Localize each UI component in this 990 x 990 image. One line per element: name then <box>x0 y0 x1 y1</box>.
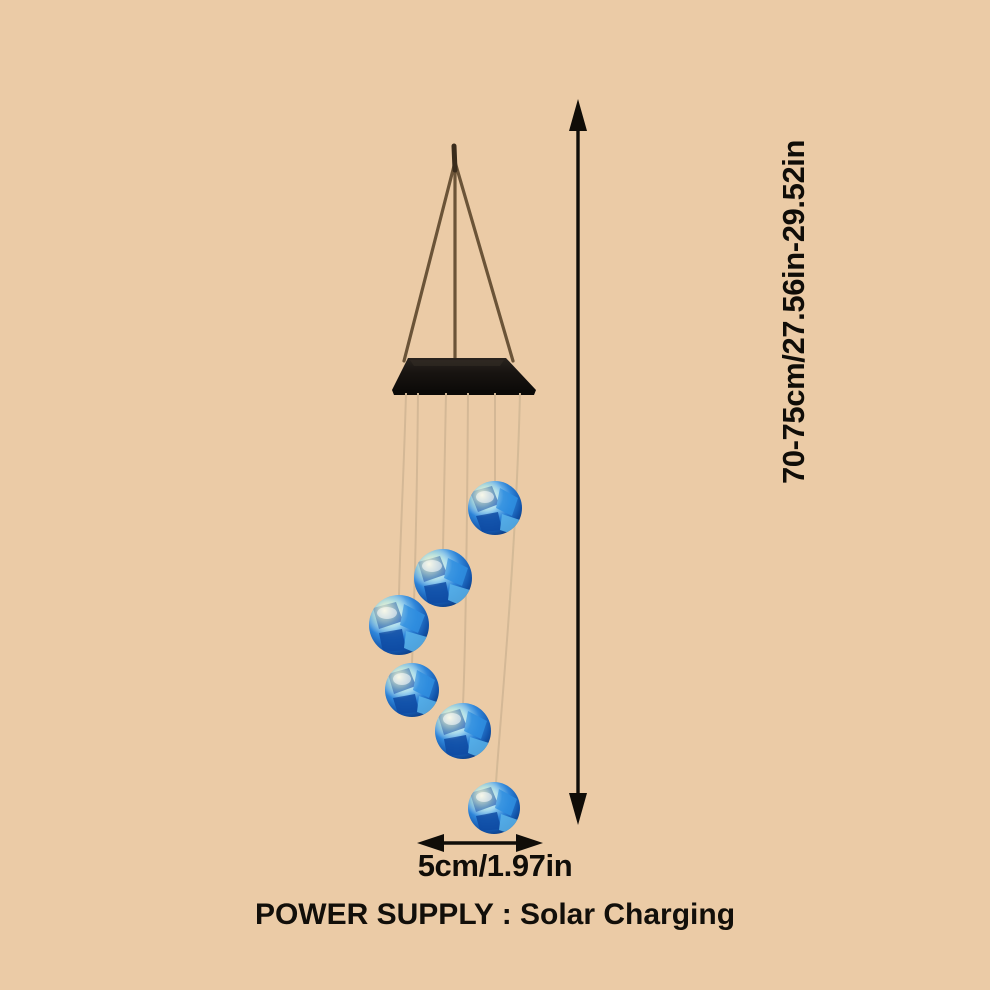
hanging-cords <box>402 143 515 363</box>
power-supply-caption: POWER SUPPLY : Solar Charging <box>254 898 736 931</box>
width-dimension-label: 5cm/1.97in <box>417 848 573 883</box>
crystal-ball <box>414 549 472 607</box>
ball-strings <box>398 392 521 784</box>
crystal-ball <box>385 663 439 717</box>
crystal-ball <box>468 481 522 535</box>
solar-panel-cap <box>392 358 536 395</box>
crystal-ball <box>435 703 491 759</box>
height-dimension-arrow <box>569 99 587 825</box>
crystal-ball <box>468 782 520 834</box>
height-dimension-label: 70-75cm/27.56in-29.52in <box>776 139 811 485</box>
width-dimension-arrow <box>417 834 543 852</box>
crystal-ball <box>369 595 429 655</box>
crystal-balls <box>369 481 522 834</box>
